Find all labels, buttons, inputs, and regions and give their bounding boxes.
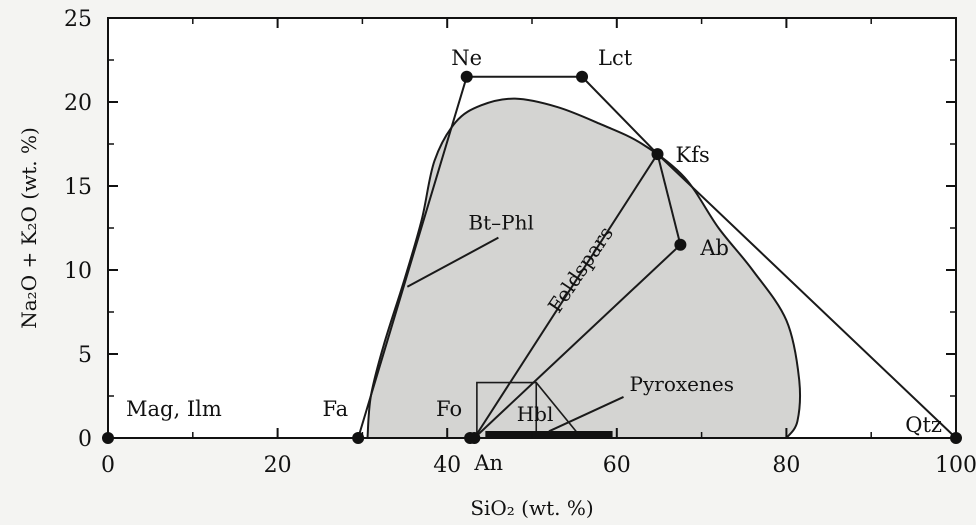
- point-label-an: An: [473, 451, 503, 475]
- point-kfs: [651, 148, 664, 161]
- point-label-qtz: Qtz: [905, 413, 942, 437]
- point-ne: [460, 70, 473, 83]
- point-label-mag-ilm: Mag, Ilm: [126, 397, 222, 421]
- feldspar-line-0: [473, 153, 659, 439]
- point-label-fa: Fa: [322, 397, 348, 421]
- x-tick-label-80: 80: [772, 453, 800, 478]
- point-label-ab: Ab: [699, 236, 729, 260]
- feldspar-line-2: [656, 153, 682, 246]
- x-tick-label-40: 40: [433, 453, 461, 478]
- y-tick-label-25: 25: [64, 7, 92, 32]
- y-tick-label-5: 5: [78, 343, 92, 368]
- x-axis-title: SiO₂ (wt. %): [470, 496, 593, 520]
- annotation-bt-phl: Bt–Phl: [468, 211, 533, 235]
- ticks-layer: [107, 17, 957, 439]
- x-tick-label-60: 60: [603, 453, 631, 478]
- y-tick-label-20: 20: [64, 91, 92, 116]
- point-lct: [576, 70, 589, 83]
- y-tick-label-15: 15: [64, 175, 92, 200]
- y-tick-label-10: 10: [64, 259, 92, 284]
- point-ab: [674, 238, 687, 251]
- pyroxene-bar: [485, 431, 613, 439]
- hbl-diagonal: [535, 382, 579, 435]
- point-label-fo: Fo: [436, 397, 462, 421]
- annotation-pyroxenes: Pyroxenes: [630, 372, 734, 396]
- tick-labels-layer: 0 20 40 60 80 100 0 5 10 15 20 25: [64, 7, 976, 478]
- annotation-hbl: Hbl: [517, 402, 554, 426]
- x-tick-label-20: 20: [264, 453, 292, 478]
- y-axis-title: Na₂O + K₂O (wt. %): [17, 127, 41, 329]
- point-label-kfs: Kfs: [676, 143, 710, 167]
- feldspar-line-1: [473, 244, 682, 439]
- x-tick-label-100: 100: [935, 453, 976, 478]
- point-label-lct: Lct: [598, 46, 633, 70]
- annotation-pointer-pyroxenes: [548, 396, 624, 433]
- y-tick-label-0: 0: [78, 427, 92, 452]
- x-tick-label-0: 0: [101, 453, 115, 478]
- point-label-ne: Ne: [451, 46, 482, 70]
- annotation-pointer-bt-phl: [406, 236, 499, 288]
- lines-layer: [357, 75, 957, 439]
